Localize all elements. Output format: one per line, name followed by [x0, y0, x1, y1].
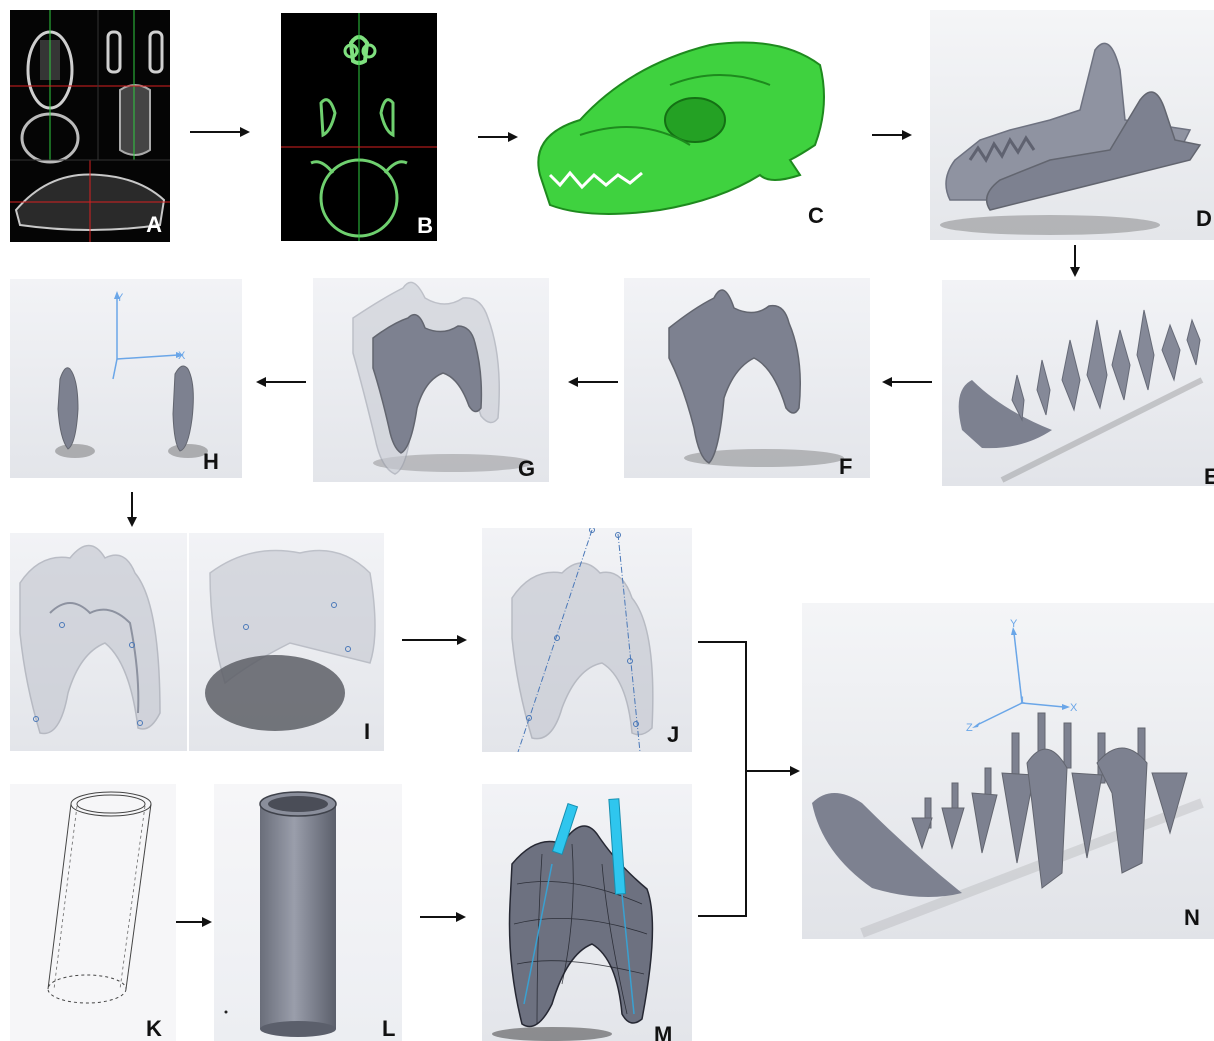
panel-n-label: N — [1184, 907, 1200, 929]
ct-multiplanar-image — [10, 10, 170, 242]
panel-j-root-axes: J — [482, 528, 692, 752]
axis-n-origin-label: 1 — [1020, 689, 1025, 711]
tooth-shell-image — [313, 278, 549, 482]
arrow-d-to-e — [1068, 245, 1082, 277]
arrow-i-to-j — [402, 633, 467, 647]
panel-i-transparent-tooth: I — [10, 533, 384, 751]
panel-k-label: K — [146, 1018, 162, 1040]
coordinate-axes-n — [972, 627, 1070, 728]
panel-a-label: A — [146, 214, 162, 236]
panel-g-tooth-shell: G — [313, 278, 549, 482]
arrow-e-to-f — [882, 375, 932, 389]
arrow-f-to-g — [568, 375, 618, 389]
arrow-c-to-d — [872, 128, 912, 142]
axis-n-x-label: X — [1070, 697, 1077, 719]
cylinder-solid-image — [214, 784, 402, 1041]
arrow-a-to-b — [190, 125, 250, 139]
connector-to-n — [698, 640, 800, 920]
panel-g-label: G — [518, 458, 535, 480]
panel-e-label: E — [1204, 466, 1214, 486]
panel-l-solid-cylinder: L — [214, 784, 402, 1041]
panel-n-final-model: Y X Z 1 N — [802, 603, 1214, 939]
panel-l-label: L — [382, 1018, 395, 1040]
arrow-g-to-h — [256, 375, 306, 389]
arrow-l-to-m — [420, 910, 466, 924]
tooth-implant-mesh-image — [482, 784, 692, 1041]
panel-c-label: C — [808, 205, 824, 227]
panel-e-teeth-model: E — [942, 280, 1214, 486]
ct-axial-slice-image — [281, 13, 437, 241]
teeth-3d-image — [942, 280, 1214, 486]
panel-f-single-tooth: F — [624, 278, 870, 478]
single-tooth-image — [624, 278, 870, 478]
arrow-b-to-c — [478, 130, 518, 144]
panel-f-label: F — [839, 456, 852, 478]
panel-j-label: J — [667, 724, 679, 746]
mandible-3d-image — [930, 10, 1214, 240]
panel-h-label: H — [203, 451, 219, 473]
panel-m-tooth-implants: M — [482, 784, 692, 1041]
skull-3d-image — [520, 25, 840, 245]
axis-y-label: Y — [116, 287, 123, 309]
panel-k-wireframe-cylinder: K — [10, 784, 176, 1041]
panel-a-ct-views: A — [10, 10, 170, 242]
panel-i-label: I — [364, 721, 370, 743]
transparent-tooth-image — [10, 533, 384, 751]
final-teeth-model-image — [802, 603, 1214, 939]
axis-n-z-label: Z — [966, 717, 973, 739]
panel-d-label: D — [1196, 208, 1212, 230]
arrow-k-to-l — [176, 915, 212, 929]
panel-c-skull-model: C — [520, 25, 840, 245]
panel-m-label: M — [654, 1024, 672, 1041]
arrow-h-to-i — [125, 492, 139, 527]
root-axis-lines-image — [482, 528, 692, 752]
cylinder-wireframe-image — [10, 784, 176, 1041]
coordinate-axes — [113, 291, 184, 379]
panel-h-root-axes: Y X H — [10, 279, 242, 478]
panel-b-ct-slice: B — [281, 13, 437, 241]
panel-b-label: B — [417, 215, 433, 237]
panel-d-mandible-model: D — [930, 10, 1214, 240]
axis-n-y-label: Y — [1010, 613, 1017, 635]
axis-x-label: X — [178, 345, 185, 367]
